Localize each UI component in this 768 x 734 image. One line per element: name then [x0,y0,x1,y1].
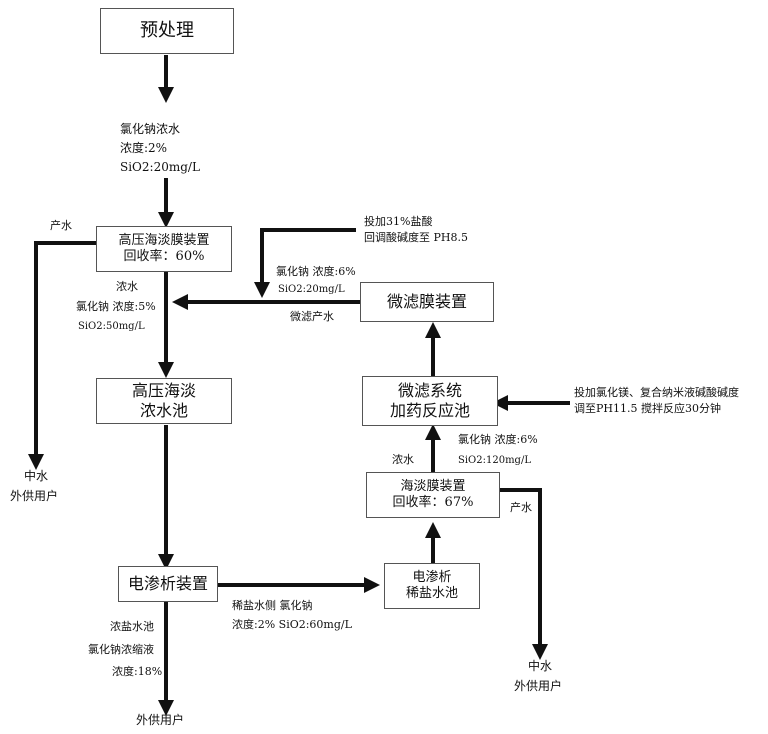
label-mf-nacl: 氯化钠 浓度:6% [276,265,356,278]
label-mf-product: 微滤产水 [290,310,334,323]
node-ed-dilute-pool-line-1: 电渗析 [412,569,452,585]
node-ro2-line-2: 回收率：67% [392,495,474,510]
label-ro2-sio2: SiO2:120mg/L [458,455,531,466]
label-feed-3: SiO2:20mg/L [120,160,200,174]
node-conc-pool-line-1: 高压海淡 [131,381,196,400]
label-brine-3: 浓度:18% [112,665,163,678]
node-electrodialysis: 电渗析装置 [118,566,218,602]
node-ro-high-line-2: 回收率：60% [123,249,205,264]
node-conc-pool: 高压海淡 浓水池 [96,378,232,424]
node-ro2: 海淡膜装置 回收率：67% [366,472,500,518]
label-acid-2: 回调酸碱度至 PH8.5 [364,231,468,244]
node-conc-pool-line-2: 浓水池 [139,401,188,420]
label-ro2-nacl: 氯化钠 浓度:6% [458,433,538,446]
node-ed-dilute-pool-line-2: 稀盐水池 [405,586,458,601]
node-pretreat-line-1: 预处理 [140,19,194,41]
node-pretreat: 预处理 [100,8,234,54]
node-ro-high: 高压海淡膜装置 回收率：60% [96,226,232,272]
label-dilute-2: 浓度:2% SiO2:60mg/L [232,618,352,631]
label-conc-nacl: 氯化钠 浓度:5% [76,300,156,313]
label-mf-sio2: SiO2:20mg/L [278,284,345,295]
arrow-acid [254,228,356,298]
label-product-left: 产水 [50,219,72,232]
node-electrodialysis-line-1: 电渗析装置 [127,574,208,593]
node-mf-reaction: 微滤系统 加药反应池 [362,376,498,426]
label-brine-1: 浓盐水池 [110,620,154,633]
label-mid-left-1: 中水 [24,469,49,483]
label-dose-2: 调至PH11.5 搅拌反应30分钟 [574,402,721,415]
label-feed-2: 浓度:2% [120,141,168,155]
node-mf-device-line-1: 微滤膜装置 [386,292,467,311]
node-ro2-line-1: 海淡膜装置 [400,478,466,494]
label-dose-1: 投加氯化镁、复合纳米液碱酸碱度 [574,386,739,399]
label-mid-right-1: 中水 [528,659,553,673]
node-mf-reaction-line-2: 加药反应池 [389,401,470,420]
label-acid-1: 投加31%盐酸 [364,215,433,228]
label-conc-sio2: SiO2:50mg/L [78,321,145,332]
label-mid-right-2: 外供用户 [514,679,563,693]
node-mf-reaction-line-1: 微滤系统 [397,381,462,400]
node-ro-high-line-1: 高压海淡膜装置 [118,232,210,248]
label-dilute-1: 稀盐水侧 氯化钠 [232,599,313,612]
label-conc-out: 浓水 [116,280,138,293]
label-product-right: 产水 [510,501,532,514]
label-brine-2: 氯化钠浓缩液 [88,643,154,656]
arrow-right-product [500,488,548,660]
label-feed-1: 氯化钠浓水 [120,122,181,136]
label-ro2-conc: 浓水 [392,453,414,466]
arrow-left-product [28,241,96,470]
label-ext-user: 外供用户 [136,713,185,727]
node-ed-dilute-pool: 电渗析 稀盐水池 [384,563,480,609]
label-mid-left-2: 外供用户 [10,489,59,503]
node-mf-device: 微滤膜装置 [360,282,494,322]
